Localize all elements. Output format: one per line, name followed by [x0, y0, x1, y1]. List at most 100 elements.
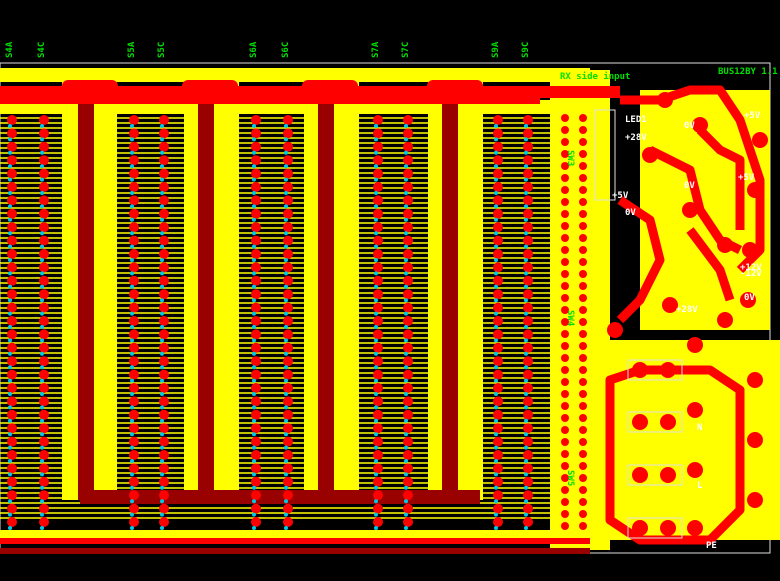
connector-pad — [493, 316, 503, 326]
via-hole — [284, 526, 288, 530]
connector-pad — [251, 195, 261, 206]
connector-pad — [283, 409, 293, 420]
power-pad — [607, 322, 623, 338]
connector-pad — [373, 128, 383, 139]
header-pad — [579, 150, 587, 158]
power-label: -12V — [740, 269, 762, 279]
connector-pad — [283, 182, 293, 192]
via-hole — [160, 338, 164, 343]
header-pad — [579, 354, 587, 362]
via-hole — [524, 231, 528, 236]
via-hole — [40, 204, 44, 209]
connector-label: S7A — [371, 41, 381, 58]
header-pad — [579, 462, 587, 470]
connector-pad — [373, 356, 383, 367]
via-hole — [404, 338, 408, 343]
via-hole — [404, 191, 408, 195]
via-hole — [494, 365, 498, 370]
via-hole — [160, 258, 164, 262]
connector-pad — [283, 450, 293, 460]
bus-blob — [427, 80, 483, 102]
header-pad — [579, 474, 587, 482]
connector-pad — [283, 155, 293, 166]
header-pad — [561, 366, 569, 374]
via-hole — [130, 244, 134, 249]
connector-pad — [373, 517, 383, 527]
via-hole — [374, 472, 378, 477]
via-hole — [130, 378, 134, 383]
connector-label: S4A — [5, 41, 15, 58]
connector-pad — [251, 141, 261, 152]
header-pad — [561, 270, 569, 278]
connector-pad — [493, 503, 503, 514]
via-hole — [160, 244, 164, 249]
via-hole — [404, 512, 408, 517]
via-hole — [284, 338, 288, 343]
connector-pad — [283, 115, 293, 125]
connector-pad — [283, 503, 293, 514]
connector-pad — [493, 356, 503, 367]
via-hole — [8, 164, 12, 169]
connector-pad — [39, 503, 49, 514]
via-hole — [404, 526, 408, 530]
via-hole — [130, 338, 134, 343]
power-bus — [0, 96, 540, 104]
connector-pad — [403, 262, 413, 273]
via-hole — [284, 191, 288, 195]
power-pad — [632, 520, 648, 536]
power-pad — [660, 414, 676, 430]
connector-pad — [129, 222, 139, 233]
via-hole — [160, 124, 164, 128]
via-hole — [160, 351, 164, 356]
connector-pad — [39, 155, 49, 166]
power-pad — [717, 312, 733, 328]
via-hole — [284, 231, 288, 236]
via-hole — [494, 325, 498, 329]
via-hole — [252, 150, 256, 155]
via-hole — [160, 418, 164, 423]
connector-pad — [159, 503, 169, 514]
connector-pad — [129, 356, 139, 367]
via-hole — [160, 459, 164, 463]
connector-pad — [523, 155, 533, 166]
via-hole — [40, 392, 44, 396]
power-label: 0V — [684, 181, 695, 191]
connector-pad — [283, 316, 293, 326]
via-hole — [40, 512, 44, 517]
via-hole — [524, 298, 528, 303]
via-hole — [130, 150, 134, 155]
power-pad — [660, 467, 676, 483]
via-hole — [160, 177, 164, 182]
connector-pad — [403, 222, 413, 233]
connector-pad — [493, 396, 503, 407]
connector-pad — [283, 208, 293, 219]
via-hole — [374, 244, 378, 249]
via-hole — [8, 499, 12, 504]
via-hole — [494, 512, 498, 517]
header-pad — [561, 438, 569, 446]
header-pad — [579, 390, 587, 398]
connector-pad — [39, 115, 49, 125]
via-hole — [130, 191, 134, 195]
via-hole — [524, 418, 528, 423]
via-hole — [404, 351, 408, 356]
connector-pad — [129, 249, 139, 259]
connector-pad — [129, 235, 139, 246]
via-hole — [40, 137, 44, 142]
via-hole — [524, 526, 528, 530]
via-hole — [40, 177, 44, 182]
connector-pad — [373, 222, 383, 233]
via-hole — [494, 150, 498, 155]
connector-pad — [283, 396, 293, 407]
via-hole — [374, 191, 378, 195]
via-hole — [252, 258, 256, 262]
connector-pad — [159, 115, 169, 125]
connector-pad — [403, 476, 413, 487]
connector-pad — [373, 302, 383, 313]
via-hole — [284, 204, 288, 209]
via-hole — [8, 284, 12, 289]
via-hole — [252, 499, 256, 504]
via-hole — [130, 485, 134, 490]
via-hole — [524, 432, 528, 437]
via-hole — [404, 311, 408, 316]
